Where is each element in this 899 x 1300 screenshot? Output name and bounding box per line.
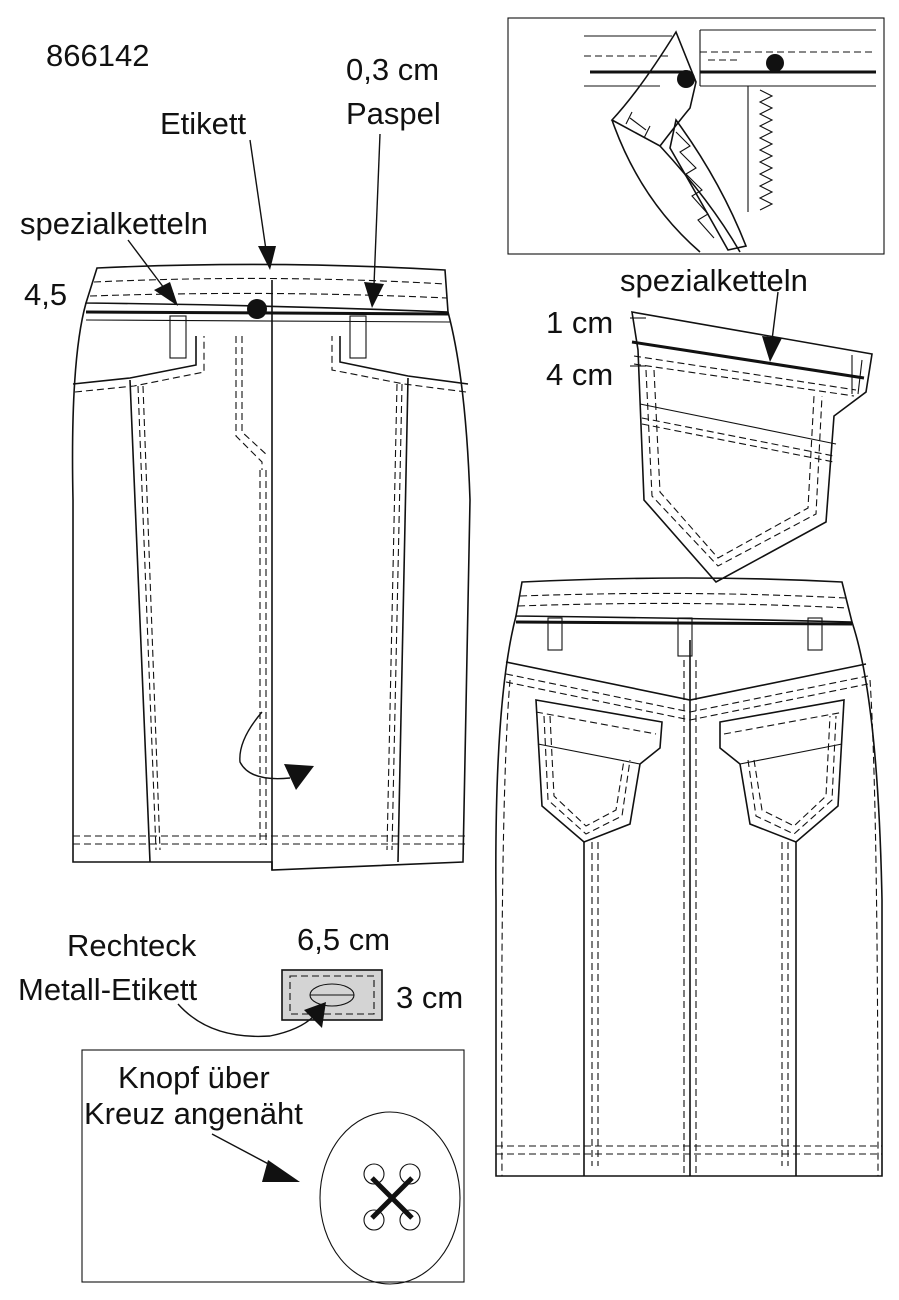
label-metal-label-width: 6,5 cm xyxy=(297,922,390,957)
label-etikett: Etikett xyxy=(160,106,247,141)
label-metal-label-line2: Metall-Etikett xyxy=(18,972,198,1007)
label-button-line1: Knopf über xyxy=(118,1060,270,1095)
waistband-fly-detail-inset xyxy=(507,17,885,255)
article-number: 866142 xyxy=(46,38,149,73)
label-metal-label-line1: Rechteck xyxy=(67,928,197,963)
front-skirt-drawing xyxy=(71,133,471,871)
label-pocket-top-1cm: 1 cm xyxy=(546,305,613,340)
metal-label-detail xyxy=(177,969,383,1038)
label-special-chainstitch-pocket: spezialketteln xyxy=(620,263,808,298)
label-piping: Paspel xyxy=(346,96,441,131)
label-piping-width: 0,3 cm xyxy=(346,52,439,87)
back-skirt-drawing xyxy=(495,577,883,1177)
label-button-line2: Kreuz angenäht xyxy=(84,1096,303,1131)
label-waistband-height: 4,5 xyxy=(24,277,67,312)
label-metal-label-height: 3 cm xyxy=(396,980,463,1015)
button-detail-box xyxy=(81,1049,465,1285)
label-special-chainstitch-front: spezialketteln xyxy=(20,206,208,241)
back-pocket-detail xyxy=(630,291,873,584)
label-pocket-top-4cm: 4 cm xyxy=(546,357,613,392)
